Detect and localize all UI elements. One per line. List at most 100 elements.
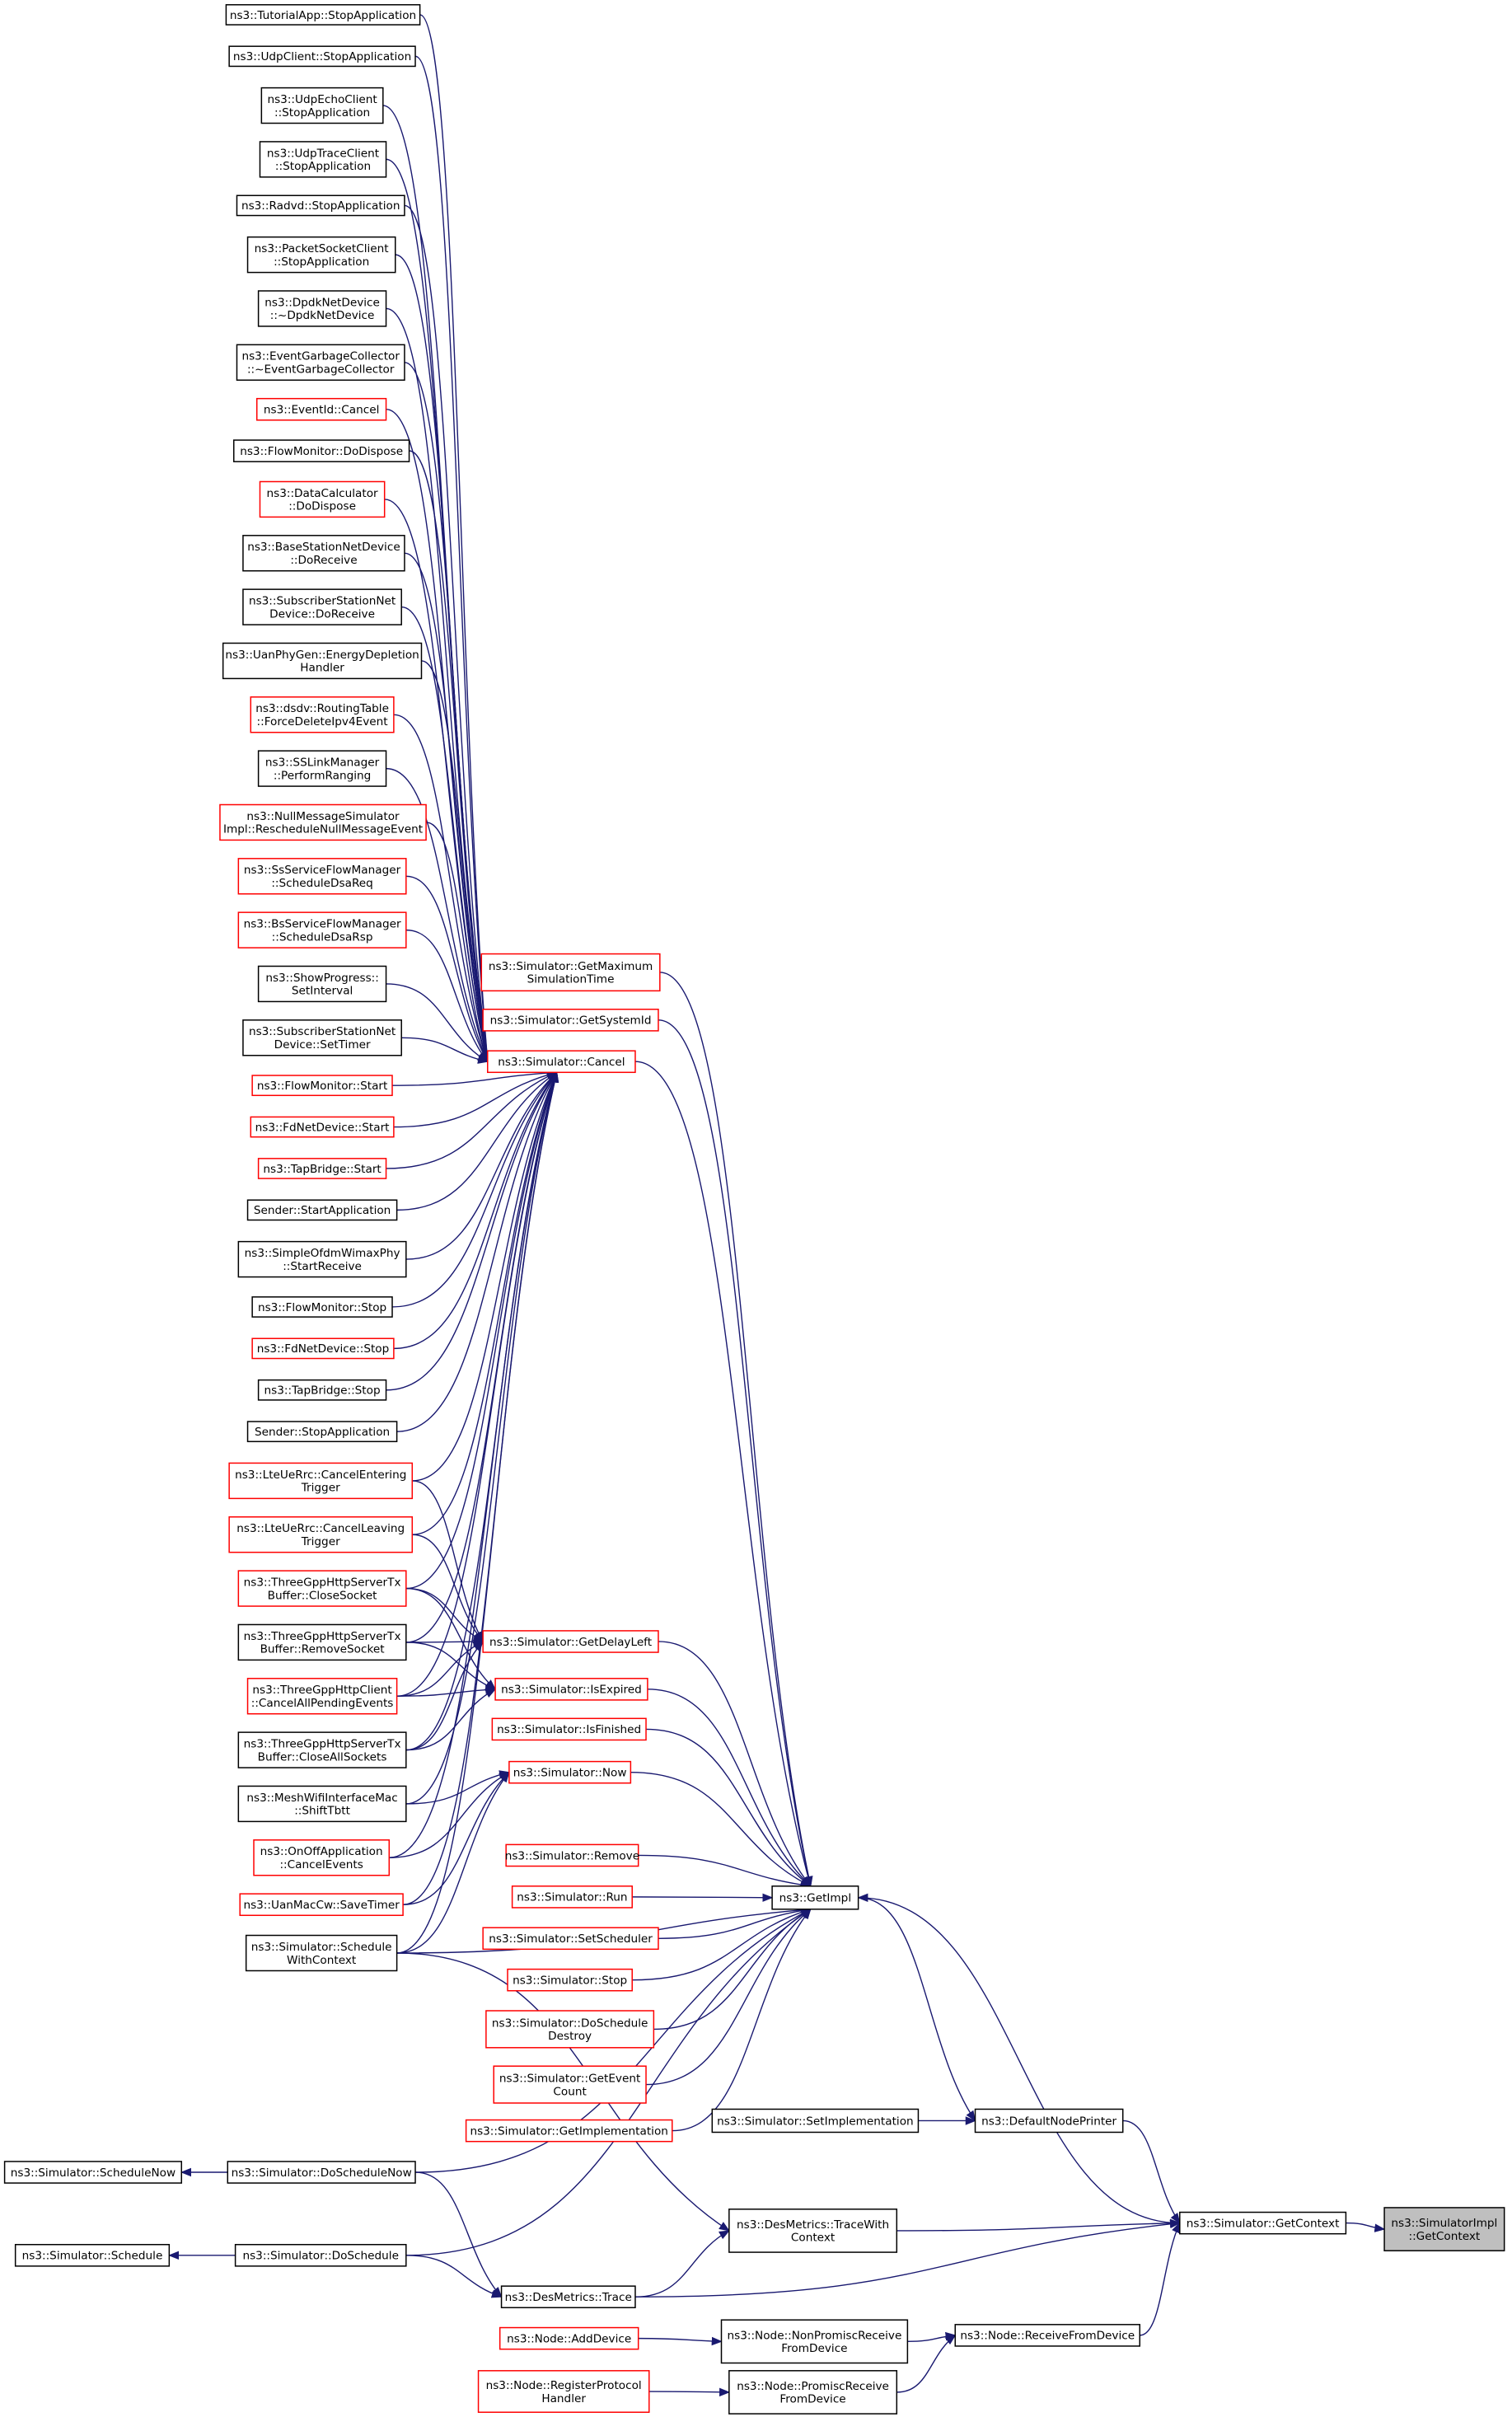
function-node[interactable]: ns3::Simulator::GetDelayLeft <box>482 1630 659 1653</box>
function-node[interactable]: ns3::DesMetrics::Trace <box>500 2285 636 2309</box>
function-node[interactable]: ns3::ThreeGppHttpClient::CancelAllPendin… <box>246 1678 398 1715</box>
function-node[interactable]: ns3::FlowMonitor::Stop <box>251 1296 393 1318</box>
node-box <box>493 2065 647 2104</box>
call-edge <box>409 450 490 1063</box>
function-node[interactable]: ns3::DpdkNetDevice::~DpdkNetDevice <box>257 290 387 327</box>
function-node[interactable]: ns3::TapBridge::Stop <box>257 1379 387 1401</box>
function-node[interactable]: ns3::Simulator::ScheduleNow <box>3 2161 183 2184</box>
node-label: ns3::Node::RegisterProtocol <box>486 2379 642 2392</box>
function-node[interactable]: ns3::Simulator::Stop <box>507 1968 633 1992</box>
function-node[interactable]: ns3::Simulator::IsExpired <box>494 1678 648 1701</box>
function-node[interactable]: ns3::Node::AddDevice <box>499 2326 639 2350</box>
function-node[interactable]: ns3::UanMacCw::SaveTimer <box>239 1893 404 1917</box>
node-label: Device::DoReceive <box>269 607 375 621</box>
function-node[interactable]: ns3::TutorialApp::StopApplication <box>225 4 421 26</box>
function-node[interactable]: ns3::ThreeGppHttpServerTxBuffer::CloseAl… <box>237 1731 407 1768</box>
node-label: ns3::GetImpl <box>779 1892 852 1905</box>
node-label: ns3::Simulator::GetDelayLeft <box>489 1636 653 1649</box>
function-node[interactable]: ns3::FdNetDevice::Start <box>250 1116 395 1138</box>
function-node[interactable]: ns3::Simulator::Schedule <box>14 2243 171 2267</box>
function-node[interactable]: ns3::FlowMonitor::Start <box>251 1075 393 1097</box>
function-node[interactable]: ns3::Simulator::Now <box>508 1760 632 1784</box>
node-box <box>480 953 661 992</box>
function-node[interactable]: ns3::EventId::Cancel <box>255 397 387 421</box>
call-edge <box>414 55 491 1063</box>
node-label: ::~DpdkNetDevice <box>270 309 375 322</box>
call-edge <box>405 1689 497 1751</box>
function-node[interactable]: ns3::Simulator::DoScheduleNow <box>227 2161 416 2184</box>
function-node[interactable]: ns3::MeshWifiInterfaceMac::ShiftTbtt <box>237 1785 407 1823</box>
function-node[interactable]: Sender::StopApplication <box>246 1421 398 1443</box>
node-label: ns3::Simulator::Schedule <box>251 1941 392 1954</box>
function-node[interactable]: ns3::Simulator::DoSchedule <box>234 2243 407 2267</box>
function-node[interactable]: ns3::GetImpl <box>771 1885 859 1910</box>
function-node[interactable]: ns3::BaseStationNetDevice::DoReceive <box>242 535 405 572</box>
call-edge <box>1122 2120 1181 2224</box>
node-label: ns3::Simulator::GetContext <box>1187 2217 1340 2230</box>
function-node[interactable]: ns3::FlowMonitor::DoDispose <box>232 439 410 462</box>
call-edge <box>396 1071 558 1432</box>
function-node[interactable]: ns3::OnOffApplication::CancelEvents <box>253 1839 391 1876</box>
node-label: ns3::EventGarbageCollector <box>241 350 400 363</box>
function-node[interactable]: ns3::Simulator::GetSystemId <box>482 1009 659 1032</box>
function-node[interactable]: ns3::ShowProgress::SetInterval <box>257 965 387 1003</box>
node-box <box>242 535 405 572</box>
node-box <box>507 1968 633 1992</box>
function-node[interactable]: ns3::UdpTraceClient::StopApplication <box>259 141 387 178</box>
function-node[interactable]: ns3::NullMessageSimulatorImpl::Reschedul… <box>219 803 427 841</box>
function-node[interactable]: ns3::Simulator::GetContext <box>1179 2211 1347 2235</box>
function-node[interactable]: ns3::FdNetDevice::Stop <box>251 1337 395 1360</box>
node-box <box>954 2324 1140 2347</box>
function-node[interactable]: ns3::Node::ReceiveFromDevice <box>954 2324 1140 2347</box>
call-edge <box>659 972 813 1888</box>
call-edge <box>404 204 491 1063</box>
node-label: ns3::UdpTraceClient <box>267 147 380 160</box>
function-node[interactable]: ns3::DefaultNodePrinter <box>974 2108 1124 2134</box>
function-node[interactable]: ns3::UdpEchoClient::StopApplication <box>260 87 384 124</box>
function-node[interactable]: ns3::Radvd::StopApplication <box>236 194 405 217</box>
node-box <box>228 1462 414 1500</box>
node-box <box>257 750 387 787</box>
nodes-layer: ns3::TutorialApp::StopApplicationns3::Ud… <box>3 4 1505 2415</box>
function-node[interactable]: ns3::SubscriberStationNetDevice::SetTime… <box>242 1019 402 1056</box>
function-node[interactable]: ns3::EventGarbageCollector::~EventGarbag… <box>236 344 405 382</box>
function-node[interactable]: ns3::Simulator::Cancel <box>487 1050 636 1074</box>
function-node[interactable]: ns3::PacketSocketClient::StopApplication <box>246 236 396 274</box>
edges-layer <box>168 14 1386 2397</box>
call-edge <box>403 1771 510 1905</box>
function-node[interactable]: ns3::ThreeGppHttpServerTxBuffer::RemoveS… <box>237 1623 407 1661</box>
function-node[interactable]: ns3::DataCalculator::DoDispose <box>259 480 386 518</box>
function-node[interactable]: ns3::SubscriberStationNetDevice::DoRecei… <box>242 588 402 625</box>
function-node[interactable]: ns3::Simulator::SetImplementation <box>711 2108 920 2134</box>
function-node[interactable]: ns3::ThreeGppHttpServerTxBuffer::CloseSo… <box>237 1570 407 1607</box>
function-node[interactable]: ns3::UdpClient::StopApplication <box>228 45 416 68</box>
function-node[interactable]: ns3::SSLinkManager::PerformRanging <box>257 750 387 787</box>
function-node[interactable]: ns3::Simulator::Remove <box>505 1843 639 1867</box>
call-edge <box>389 1071 559 1858</box>
node-label: Buffer::CloseSocket <box>268 1589 378 1602</box>
function-node[interactable]: ns3::Simulator::IsFinished <box>491 1717 647 1741</box>
function-node[interactable]: ns3::SimpleOfdmWimaxPhy::StartReceive <box>237 1240 407 1278</box>
function-node[interactable]: ns3::TapBridge::Start <box>257 1158 387 1179</box>
node-label: ns3::FlowMonitor::Start <box>257 1080 388 1093</box>
function-node[interactable]: ns3::Simulator::SetScheduler <box>482 1927 659 1951</box>
function-node[interactable]: ns3::dsdv::RoutingTable::ForceDeleteIpv4… <box>250 696 395 733</box>
node-label: ns3::NullMessageSimulator <box>246 810 400 823</box>
function-node[interactable]: Sender::StartApplication <box>246 1199 398 1221</box>
function-node[interactable]: ns3::Simulator::GetImplementation <box>465 2119 673 2143</box>
function-node[interactable]: ns3::Simulator::Run <box>511 1885 633 1909</box>
call-edge <box>405 1642 497 1690</box>
function-node[interactable]: ns3::BsServiceFlowManager::ScheduleDsaRs… <box>237 911 407 949</box>
function-node[interactable]: ns3::SsServiceFlowManager::ScheduleDsaRe… <box>237 858 407 895</box>
